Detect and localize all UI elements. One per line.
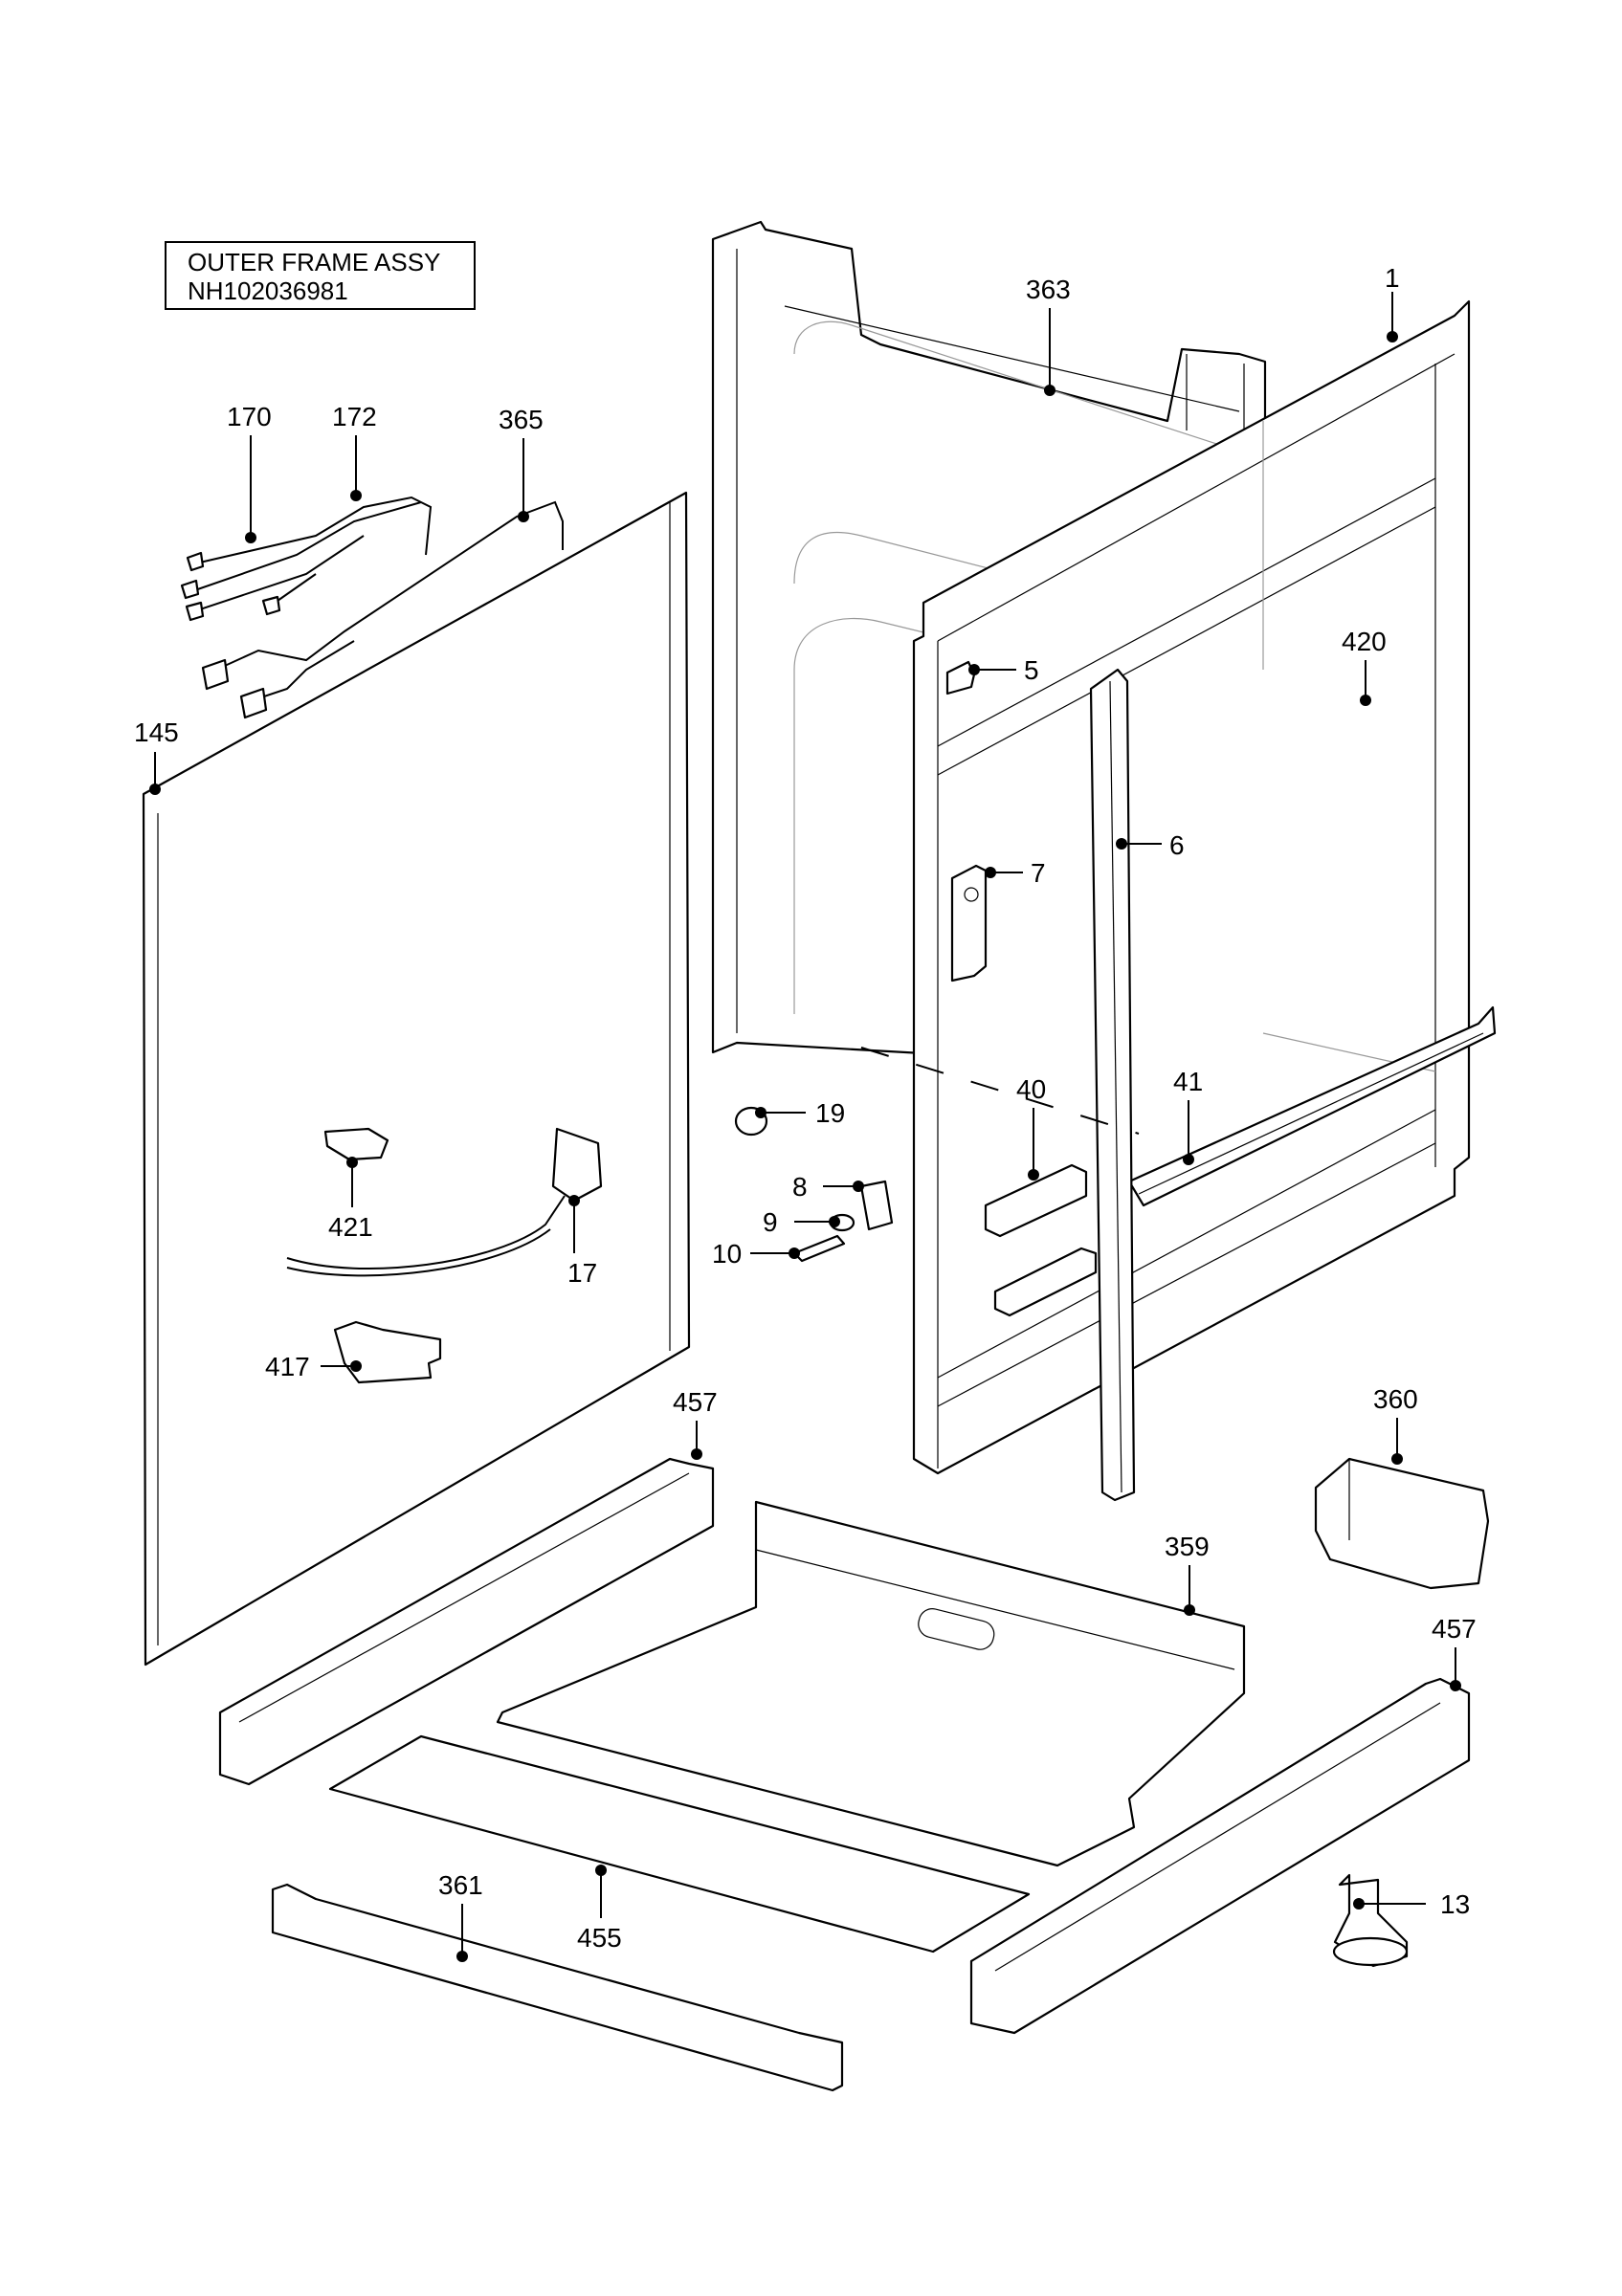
assembly-part-number: NH102036981 — [188, 276, 348, 305]
callout-5: 5 — [1024, 655, 1039, 685]
part-145-side-panel — [142, 491, 691, 1667]
callout-421: 421 — [328, 1212, 373, 1242]
part-170-172-wire-harness — [180, 496, 433, 622]
callout-457-right: 457 — [1432, 1614, 1477, 1644]
callout-7: 7 — [1031, 858, 1046, 888]
part-10-pin — [792, 1234, 846, 1263]
part-365-wiring — [201, 500, 564, 719]
part-361-kick-bar — [271, 1883, 844, 2092]
callout-1: 1 — [1385, 263, 1400, 293]
callout-172: 172 — [332, 402, 377, 431]
part-41-cross-rail — [1127, 1005, 1497, 1207]
callout-363: 363 — [1026, 275, 1071, 304]
callout-359: 359 — [1165, 1532, 1210, 1561]
callout-145: 145 — [134, 718, 179, 747]
callout-40: 40 — [1016, 1074, 1046, 1104]
callout-420: 420 — [1342, 627, 1387, 656]
title-box: OUTER FRAME ASSY NH102036981 — [165, 241, 476, 310]
part-13-foot — [1332, 1873, 1409, 1968]
part-457-right-rail — [969, 1677, 1471, 2035]
callout-360: 360 — [1373, 1384, 1418, 1414]
callout-8: 8 — [792, 1172, 808, 1202]
assembly-title: OUTER FRAME ASSY — [188, 248, 441, 276]
part-8-plate — [859, 1180, 894, 1231]
callout-361: 361 — [438, 1870, 483, 1900]
callout-41: 41 — [1173, 1067, 1203, 1096]
part-457-left-rail — [218, 1457, 715, 1786]
callout-170: 170 — [227, 402, 272, 431]
part-7-bracket — [950, 864, 988, 982]
part-6-vertical-strip — [1089, 668, 1136, 1502]
callout-417: 417 — [265, 1352, 310, 1381]
part-40-brackets — [984, 1163, 1098, 1317]
callout-13: 13 — [1440, 1889, 1470, 1919]
guide-dashes — [860, 1047, 1140, 1135]
callout-365: 365 — [499, 405, 544, 434]
part-17-cable — [286, 1127, 603, 1277]
part-455-bottom-shelf — [328, 1734, 1031, 1954]
callout-9: 9 — [763, 1207, 778, 1237]
callout-455: 455 — [577, 1923, 622, 1953]
part-421-clip — [323, 1127, 389, 1161]
leader-lines — [149, 292, 1461, 1962]
callout-17: 17 — [567, 1258, 597, 1288]
callout-labels: 1 5 6 7 8 9 10 13 17 19 40 41 145 170 17… — [134, 263, 1477, 1953]
callout-6: 6 — [1169, 830, 1185, 860]
callout-10: 10 — [712, 1239, 742, 1269]
part-360-box — [1314, 1457, 1490, 1590]
part-5-clip — [945, 660, 976, 695]
part-359-base-plate — [496, 1500, 1246, 1867]
callout-457-left: 457 — [673, 1387, 718, 1417]
callout-19: 19 — [815, 1098, 845, 1128]
